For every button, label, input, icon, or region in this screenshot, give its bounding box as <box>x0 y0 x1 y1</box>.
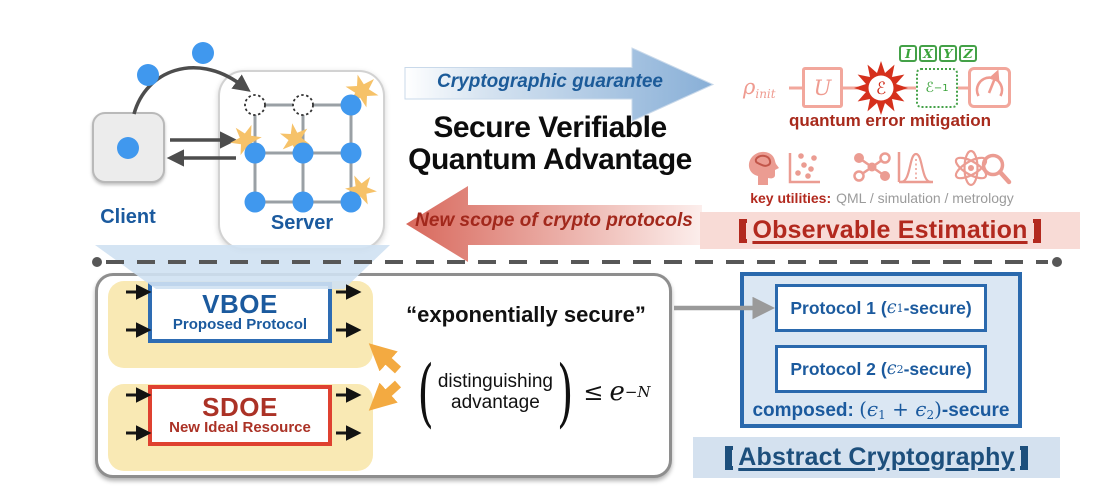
key-utilities-line: key utilities:QML / simulation / metrolo… <box>737 190 1027 206</box>
protocol-1-open: ( <box>880 297 887 318</box>
unitary-gate-label: U <box>813 75 832 100</box>
composed-plus: + <box>885 397 916 421</box>
composed-eps2: ϵ <box>915 397 927 421</box>
unitary-gate-box: U <box>802 67 843 108</box>
composed-open: ( <box>859 397 867 421</box>
composed-eps1-sub: 1 <box>878 408 886 422</box>
pauli-i-label: I <box>905 46 911 61</box>
new-scope-label: New scope of crypto protocols <box>415 210 693 231</box>
exp-base: e <box>609 377 625 407</box>
bracket-close-icon <box>1019 445 1028 470</box>
equation-line1: distinguishing <box>437 371 553 392</box>
flying-qubit-icon <box>192 42 214 64</box>
sdoe-desc: New Ideal Resource <box>169 419 311 436</box>
pauli-i-box: I <box>899 45 917 62</box>
protocol-1-name: Protocol 1 <box>790 297 876 318</box>
key-utilities-label: key utilities: <box>750 190 832 206</box>
client-label: Client <box>100 206 156 228</box>
client-box <box>92 112 165 183</box>
pauli-x-label: X <box>923 46 933 61</box>
measurement-box <box>968 67 1011 108</box>
title-line2: Quantum Advantage <box>408 143 692 176</box>
inverse-channel-label: ℰ <box>925 80 934 96</box>
network-icon <box>853 152 891 182</box>
noise-channel-label: ℰ <box>876 79 886 99</box>
sdoe-name: SDOE <box>202 392 278 422</box>
equation-line2: advantage <box>451 392 540 413</box>
pauli-z-box: Z <box>959 45 977 62</box>
epsilon-2: ϵ <box>886 359 897 379</box>
pauli-y-label: Y <box>943 46 953 61</box>
inverse-exponent: −1 <box>933 82 949 94</box>
composed-eps1: ϵ <box>866 397 879 421</box>
epsilon-1-sub: 1 <box>896 301 904 315</box>
brain-head-icon <box>748 151 779 185</box>
protocol-2-suffix: -secure) <box>903 358 972 379</box>
vboe-box: VBOE Proposed Protocol <box>148 282 332 343</box>
vboe-name: VBOE <box>202 289 278 319</box>
security-bound-equation: ( distinguishing advantage ) ≤ e −N <box>392 349 676 435</box>
inverse-channel-box: ℰ−1 <box>916 68 958 108</box>
bracket-open-icon <box>725 445 734 470</box>
close-paren: ) <box>556 349 574 435</box>
dashed-divider <box>92 257 1062 267</box>
cryptographic-guarantee-label: Cryptographic guarantee <box>437 71 663 92</box>
exp-exponent: −N <box>624 383 651 401</box>
sdoe-box: SDOE New Ideal Resource <box>148 385 332 446</box>
composed-label: composed: <box>752 400 854 421</box>
abstract-cryptography-label: Abstract Cryptography <box>738 443 1015 471</box>
noise-starburst-icon: ℰ <box>854 61 908 115</box>
bracket-open-icon <box>739 218 748 243</box>
distribution-icon <box>897 152 933 184</box>
server-label: Server <box>270 212 334 234</box>
open-paren: ( <box>417 349 434 435</box>
distinguishing-advantage: distinguishing advantage <box>438 371 553 413</box>
divider-right-dot <box>1052 257 1062 267</box>
pauli-z-label: Z <box>963 46 973 61</box>
abstract-cryptography-banner: Abstract Cryptography <box>693 437 1060 478</box>
title-line1: Secure Verifiable <box>433 111 667 144</box>
rho-subscript: init <box>755 87 776 101</box>
magnifier-icon <box>981 153 1012 185</box>
vboe-desc: Proposed Protocol <box>172 316 308 333</box>
scatter-plot-icon <box>788 153 820 184</box>
rho-symbol: ρ <box>743 75 756 99</box>
epsilon-2-sub: 2 <box>896 362 904 376</box>
composed-close: ) <box>934 397 942 421</box>
composed-security-line: composed: (ϵ1 + ϵ2)-secure <box>742 397 1020 422</box>
observable-estimation-banner: Observable Estimation <box>700 212 1080 249</box>
page-title: Secure Verifiable Quantum Advantage <box>380 112 720 176</box>
exponentially-secure-quote: “exponentially secure” <box>406 302 646 327</box>
qem-caption: quantum error mitigation <box>788 111 992 130</box>
protocol-2-name: Protocol 2 <box>790 358 876 379</box>
input-state-label: ρinit <box>743 75 776 101</box>
composed-suffix: -secure <box>941 400 1010 421</box>
divider-left-dot <box>92 257 102 267</box>
epsilon-1: ϵ <box>886 298 897 318</box>
key-utilities-items: QML / simulation / metrology <box>836 190 1014 206</box>
atom-icon <box>954 149 988 187</box>
pauli-y-box: Y <box>939 45 957 62</box>
composed-eps2-sub: 2 <box>926 408 935 422</box>
protocol-2-open: ( <box>880 358 887 379</box>
relation-symbol: ≤ <box>583 378 604 406</box>
bracket-close-icon <box>1032 218 1041 243</box>
flying-qubit-icon <box>137 64 159 86</box>
observable-estimation-label: Observable Estimation <box>752 216 1028 244</box>
protocol-1-suffix: -secure) <box>903 297 972 318</box>
pauli-x-box: X <box>919 45 937 62</box>
